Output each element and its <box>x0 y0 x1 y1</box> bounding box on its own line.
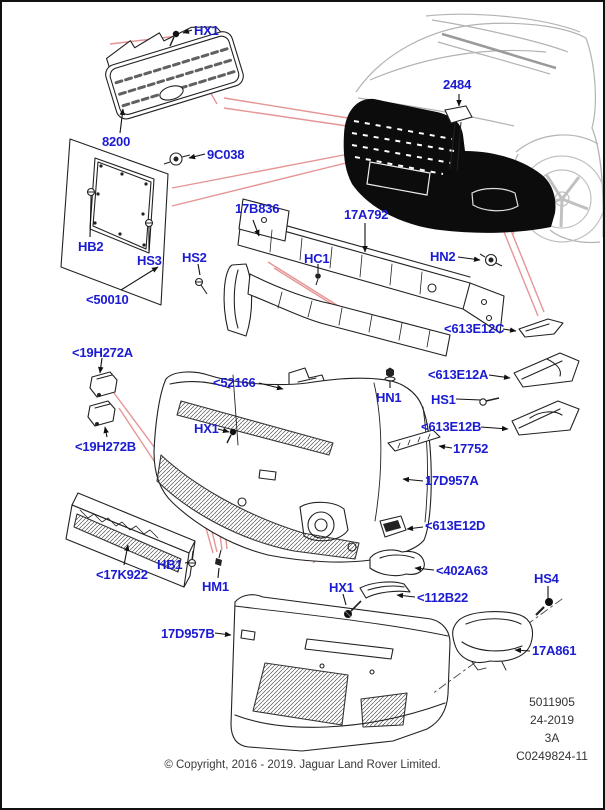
part-label-19h272a[interactable]: <19H272A <box>72 345 133 360</box>
part-label-hx1-top[interactable]: HX1 <box>194 23 219 38</box>
trim-strip-613e12a-drawing <box>513 352 580 388</box>
nut-hn1 <box>384 367 396 382</box>
sheet-number: 3A <box>544 731 560 745</box>
part-label-2484[interactable]: 2484 <box>443 77 472 92</box>
strip-17752-drawing <box>387 429 441 452</box>
trim-strip-613e12c-drawing <box>518 318 564 338</box>
screw-hs3 <box>144 218 154 233</box>
part-label-17a861[interactable]: 17A861 <box>532 643 577 658</box>
part-label-17752[interactable]: 17752 <box>453 441 489 456</box>
part-label-9c038[interactable]: 9C038 <box>207 147 245 162</box>
screw-hb2 <box>86 187 96 202</box>
clip-hm1 <box>215 549 222 566</box>
part-label-hm1[interactable]: HM1 <box>202 579 229 594</box>
doc-number: 5011905 <box>529 695 575 709</box>
part-label-8200[interactable]: 8200 <box>102 134 131 149</box>
part-label-hn1[interactable]: HN1 <box>376 390 402 405</box>
label-leader-lines <box>89 28 549 654</box>
fog-bezel-17a861-drawing <box>431 598 563 695</box>
part-label-hs3[interactable]: HS3 <box>137 253 162 268</box>
screw-hx1-bot <box>344 600 362 618</box>
screw-hb1 <box>187 550 197 568</box>
issue-date: 24-2019 <box>529 713 575 727</box>
bracket-19h272b-drawing <box>87 400 116 427</box>
screw-hs4 <box>535 598 553 616</box>
part-label-613e12d[interactable]: <613E12D <box>425 518 486 533</box>
part-label-17k922[interactable]: <17K922 <box>96 567 148 582</box>
bracket-402a63-drawing <box>369 549 425 577</box>
drawing-reference-block: 5011905 24-2019 3A C0249824-11 <box>497 693 603 765</box>
bumper-beam-drawing <box>237 198 505 334</box>
drawing-ref: C0249824-11 <box>516 749 588 763</box>
part-label-hx1-mid[interactable]: HX1 <box>194 421 219 436</box>
washer-jet-cover <box>444 105 473 124</box>
screw-hx1-mid <box>226 428 237 444</box>
clip-9c038 <box>163 152 191 166</box>
bracket-112b22-drawing <box>359 581 411 599</box>
part-label-112b22[interactable]: <112B22 <box>417 590 469 605</box>
trim-strip-613e12b-drawing <box>511 400 580 436</box>
part-label-50010[interactable]: <50010 <box>86 292 129 307</box>
bracket-613e12d-drawing <box>379 515 407 538</box>
bracket-19h272a-drawing <box>89 371 118 398</box>
front-fascia-dark <box>343 98 556 233</box>
part-label-hs4[interactable]: HS4 <box>534 571 559 586</box>
part-label-hs2[interactable]: HS2 <box>182 250 207 265</box>
part-label-hb2[interactable]: HB2 <box>78 239 104 254</box>
part-label-hn2[interactable]: HN2 <box>430 249 456 264</box>
part-label-402a63[interactable]: <402A63 <box>436 563 488 578</box>
part-label-hc1[interactable]: HC1 <box>304 251 330 266</box>
part-label-17d957a[interactable]: 17D957A <box>425 473 479 488</box>
part-label-hx1-bot[interactable]: HX1 <box>329 580 354 595</box>
part-label-613e12a[interactable]: <613E12A <box>428 367 489 382</box>
part-label-hb1[interactable]: HB1 <box>157 557 183 572</box>
fasteners <box>86 30 553 618</box>
clip-hc1 <box>315 273 321 286</box>
vehicle-illustration <box>343 13 603 244</box>
part-label-613e12b[interactable]: <613E12B <box>421 419 482 434</box>
part-label-613e12c[interactable]: <613E12C <box>444 321 505 336</box>
upper-bumper-drawing <box>153 371 432 563</box>
clip-hn2 <box>479 253 503 267</box>
license-plate-bracket-drawing <box>60 138 169 306</box>
part-label-hs1[interactable]: HS1 <box>431 392 456 407</box>
part-label-17b836[interactable]: 17B836 <box>235 201 280 216</box>
part-label-19h272b[interactable]: <19H272B <box>75 439 136 454</box>
lower-bumper-drawing <box>230 594 451 752</box>
copyright-notice: © Copyright, 2016 - 2019. Jaguar Land Ro… <box>164 759 441 771</box>
screw-hs2 <box>194 277 208 295</box>
part-label-52166[interactable]: <52166 <box>213 375 256 390</box>
part-label-17a792[interactable]: 17A792 <box>344 207 389 222</box>
energy-absorber-drawing <box>223 263 451 357</box>
part-label-17d957b[interactable]: 17D957B <box>161 626 215 641</box>
screw-hx1-top <box>169 30 180 47</box>
grille-drawing <box>105 26 244 120</box>
screw-hs1 <box>479 397 500 406</box>
